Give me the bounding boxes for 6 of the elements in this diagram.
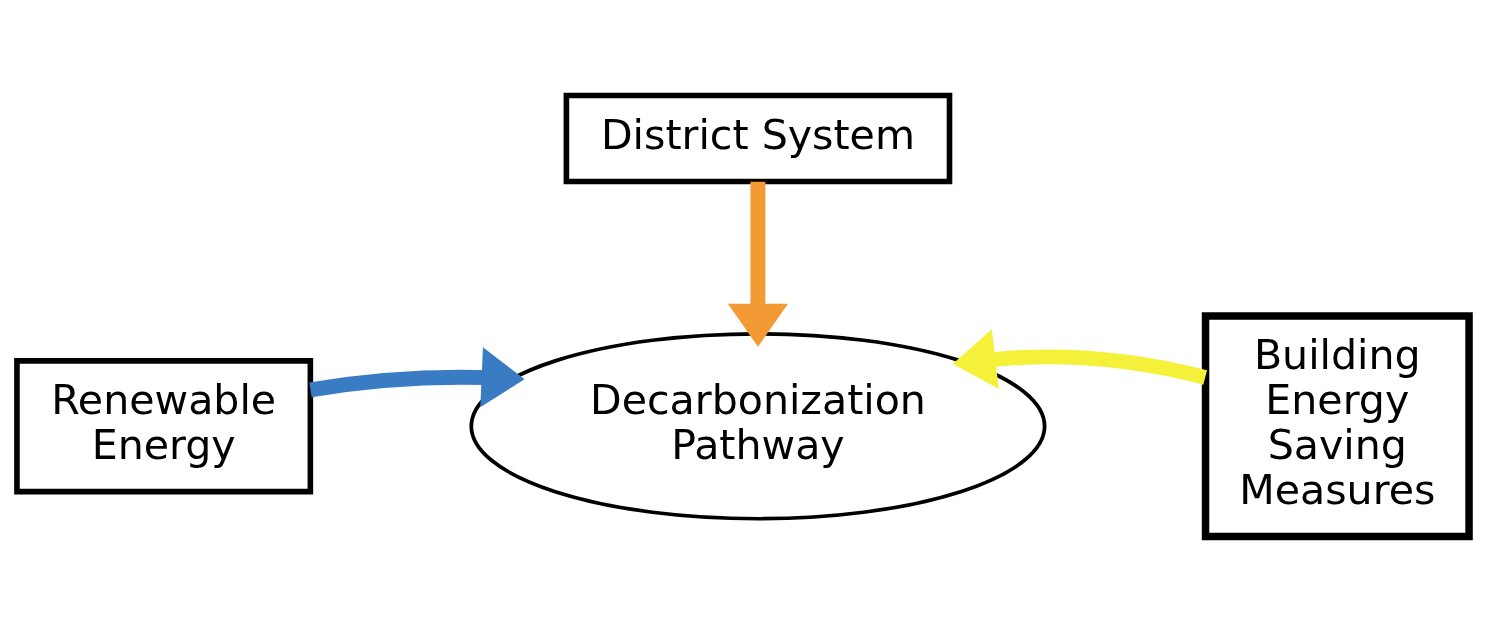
arrow — [952, 329, 1207, 389]
node-box: Renewable Energy — [14, 358, 314, 495]
node-box: District System — [563, 92, 953, 185]
arrow — [727, 181, 788, 347]
arrow — [309, 347, 525, 408]
node-box: Building Energy Saving Measures — [1201, 312, 1473, 541]
